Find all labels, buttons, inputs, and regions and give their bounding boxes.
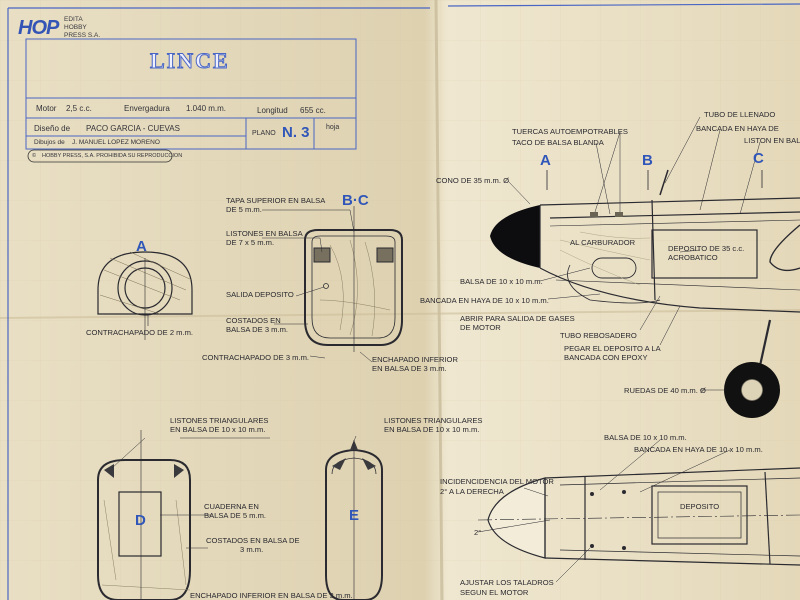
design-value: PACO GARCIA - CUEVAS [86, 124, 180, 133]
label-deposito-line2: ACROBATICO [668, 253, 718, 262]
label-deposito-line1: DEPOSITO DE 35 c.c. [668, 244, 745, 253]
label-liston-balsa: LISTON EN BAL [744, 136, 800, 145]
wingspan-label: Envergadura [124, 104, 170, 113]
label-costados-d-line1: COSTADOS EN BALSA DE [206, 536, 300, 545]
label-contrachapado-3: CONTRACHAPADO DE 3 m.m. [202, 353, 310, 362]
label-tubo-llenado: TUBO DE LLENADO [704, 110, 776, 119]
publisher-line-3: PRESS S.A. [64, 32, 101, 39]
motor-label: Motor [36, 104, 57, 113]
label-tapa-line1: TAPA SUPERIOR EN BALSA [226, 196, 326, 205]
publisher-line-2: HOBBY [64, 24, 87, 31]
label-pegar-line1: PEGAR EL DEPOSITO A LA [564, 344, 661, 353]
label-cono: CONO DE 35 m.m. Ø [436, 176, 509, 185]
label-tuercas: TUERCAS AUTOEMPOTRABLES [512, 127, 628, 136]
label-pegar-line2: BANCADA CON EPOXY [564, 353, 648, 362]
label-salida: SALIDA DEPOSITO [226, 290, 294, 299]
drawings-value: J. MANUEL LOPEZ MORENO [72, 139, 160, 146]
label-abrir-line2: DE MOTOR [460, 323, 501, 332]
fuselage-section-b: B [642, 152, 653, 169]
label-enchapado-d: ENCHAPADO INFERIOR EN BALSA DE 3 m.m. [190, 591, 353, 600]
section-d-letter: D [135, 512, 146, 529]
label-incidencia-line2: 2° A LA DERECHA [440, 487, 504, 496]
fuselage-section-c: C [753, 150, 764, 167]
label-abrir-line1: ABRIR PARA SALIDA DE GASES [460, 314, 575, 323]
sheet-label: hoja [326, 124, 340, 131]
hop-logo: HOP [18, 17, 59, 39]
label-triangulares-d-line1: LISTONES TRIANGULARES [170, 416, 269, 425]
label-triangulares-d-line2: EN BALSA DE 10 x 10 m.m. [170, 425, 266, 434]
label-ajustar-line2: SEGUN EL MOTOR [460, 588, 529, 597]
label-balsa-10: BALSA DE 10 x 10 m.m. [460, 277, 543, 286]
wingspan-value: 1.040 m.m. [186, 104, 227, 113]
plan-number: N. 3 [282, 124, 310, 141]
label-two-degrees: 2° [474, 528, 482, 537]
fuselage-section-a: A [540, 152, 551, 169]
section-e-letter: E [349, 507, 360, 524]
label-ruedas: RUEDAS DE 40 m.m. Ø [624, 386, 706, 395]
label-taco: TACO DE BALSA BLANDA [512, 138, 604, 147]
label-costados-line1: COSTADOS EN [226, 316, 281, 325]
label-costados-d-line2: 3 m.m. [240, 545, 264, 554]
motor-value: 2,5 c.c. [66, 104, 92, 113]
label-cuaderna-line1: CUADERNA EN [204, 502, 259, 511]
copyright-text: HOBBY PRESS, S.A. PROHIBIDA SU REPRODUCC… [42, 153, 183, 159]
length-label: Longitud [257, 106, 288, 115]
label-triangulares-e-line2: EN BALSA DE 10 x 10 m.m. [384, 425, 480, 434]
label-incidencia-line1: INCIDENCIDENCIA DEL MOTOR [440, 477, 554, 486]
plan-title: LINCE [150, 48, 230, 74]
plan-label: PLANO [252, 130, 276, 137]
label-enchapado-line1: ENCHAPADO INFERIOR [372, 355, 458, 364]
design-label: Diseño de [34, 124, 71, 133]
label-balsa-10b: BALSA DE 10 x 10 m.m. [604, 433, 687, 442]
label-ajustar-line1: AJUSTAR LOS TALADROS [460, 578, 554, 587]
label-al-carburador: AL CARBURADOR [570, 238, 636, 247]
label-listones-line1: LISTONES EN BALSA [226, 229, 303, 238]
publisher-line-1: EDITA [64, 16, 83, 23]
label-bancada-10b: BANCADA EN HAYA DE 10 x 10 m.m. [634, 445, 763, 454]
label-triangulares-e-line1: LISTONES TRIANGULARES [384, 416, 483, 425]
length-value: 655 cc. [300, 106, 326, 115]
label-cuaderna-line2: BALSA DE 5 m.m. [204, 511, 267, 520]
section-bc-letter: B·C [342, 192, 369, 209]
label-bancada-haya: BANCADA EN HAYA DE [696, 124, 779, 133]
label-contrachapado-2: CONTRACHAPADO DE 2 m.m. [86, 328, 194, 337]
label-deposito-top: DEPOSITO [680, 502, 720, 511]
section-a-letter: A [136, 238, 147, 255]
drawings-label: Dibujos de [34, 139, 65, 146]
label-tubo-rebosadero: TUBO REBOSADERO [560, 331, 637, 340]
label-costados-line2: BALSA DE 3 m.m. [226, 325, 289, 334]
copyright-symbol: © [32, 153, 37, 159]
label-listones-line2: DE 7 x 5 m.m. [226, 238, 275, 247]
label-tapa-line2: DE 5 m.m. [226, 205, 262, 214]
label-enchapado-line2: EN BALSA DE 3 m.m. [372, 364, 447, 373]
label-bancada-10: BANCADA EN HAYA DE 10 x 10 m.m. [420, 296, 549, 305]
